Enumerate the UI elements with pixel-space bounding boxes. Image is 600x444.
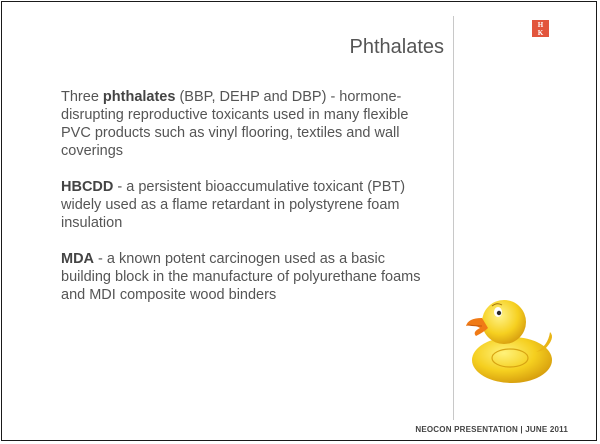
slide-title: Phthalates (349, 36, 444, 58)
slide-body: Three phthalates (BBP, DEHP and DBP) - h… (61, 88, 431, 322)
paragraph-3-term: MDA (61, 251, 95, 267)
hk-logo-icon: H K (532, 20, 549, 37)
logo-letter-1: H (537, 20, 544, 29)
logo-letter-2: K (537, 28, 544, 37)
paragraph-mda: MDA - a known potent carcinogen used as … (61, 250, 431, 304)
paragraph-1-text: (BBP, DEHP and DBP) - hormone-disrupting… (61, 89, 409, 159)
paragraph-2-term: HBCDD (61, 179, 114, 195)
footer-text: NEOCON PRESENTATION | JUNE 2011 (415, 425, 568, 434)
paragraph-1-pre: Three (61, 89, 103, 105)
paragraph-1-term: phthalates (102, 89, 176, 105)
rubber-duck-icon (466, 300, 552, 383)
paragraph-hbcdd: HBCDD - a persistent bioaccumulative tox… (61, 178, 431, 232)
paragraph-3-text: - a known potent carcinogen used as a ba… (61, 251, 421, 303)
paragraph-phthalates: Three phthalates (BBP, DEHP and DBP) - h… (61, 88, 431, 160)
vertical-divider (453, 16, 454, 420)
paragraph-2-text: - a persistent bioaccumulative toxicant … (61, 179, 406, 231)
